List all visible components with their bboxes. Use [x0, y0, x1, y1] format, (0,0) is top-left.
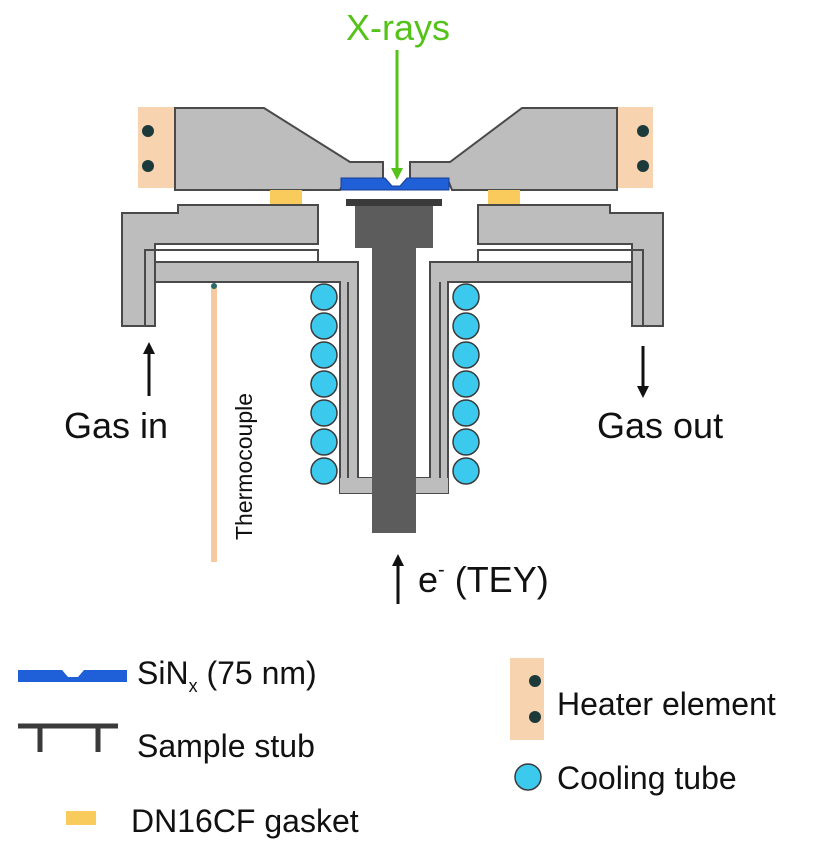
cooling-coil — [310, 370, 338, 398]
heater-dot — [142, 160, 154, 172]
heater-block-right — [617, 107, 653, 188]
legend-sinx-rest: (75 nm) — [198, 655, 317, 691]
gas-in-label: Gas in — [64, 405, 168, 446]
legend-sinx-sub: x — [189, 676, 198, 696]
legend-heater-swatch — [510, 658, 544, 740]
gas-out-label: Gas out — [597, 405, 723, 446]
cooling-coil — [310, 457, 338, 485]
cooling-coil — [310, 428, 338, 456]
cooling-coil — [310, 312, 338, 340]
thermocouple-tip — [211, 283, 217, 289]
gasket-left — [270, 190, 302, 205]
legend-cooling-label: Cooling tube — [557, 760, 737, 796]
sample-stub-rod-bottom — [372, 493, 416, 533]
sample-stub-plate — [346, 199, 442, 206]
tey-rest: (TEY) — [445, 559, 549, 600]
thermocouple-label: Thermocouple — [231, 393, 257, 540]
legend-sinx-main: SiN — [137, 655, 189, 691]
thermocouple-wire — [211, 286, 217, 562]
cooling-tube-left — [310, 283, 338, 485]
cooling-coil — [310, 283, 338, 311]
heater-dot — [529, 675, 541, 687]
tey-e: e — [418, 559, 438, 600]
legend-cooling-swatch — [514, 763, 542, 791]
sample-stub-head — [355, 206, 433, 248]
tey-label: e- (TEY) — [418, 559, 549, 600]
heater-dot — [637, 125, 649, 137]
cooling-coil — [452, 428, 480, 456]
cooling-coil — [452, 283, 480, 311]
tey-superscript: - — [438, 559, 445, 581]
cooling-coil — [310, 399, 338, 427]
lower-body-left — [121, 204, 319, 327]
cooling-tube-right — [452, 283, 480, 485]
legend-sinx-swatch — [18, 670, 127, 682]
heater-dot — [637, 160, 649, 172]
cooling-coil — [452, 370, 480, 398]
gas-channel-left — [144, 249, 319, 326]
heater-dot — [529, 711, 541, 723]
heater-block-left — [138, 107, 175, 188]
legend-sinx-label: SiNx (75 nm) — [137, 655, 317, 696]
cooling-coil — [452, 312, 480, 340]
legend-gasket-label: DN16CF gasket — [131, 803, 359, 839]
gas-channel-right — [477, 249, 644, 326]
legend-gasket-swatch — [66, 811, 96, 825]
legend-stub-swatch — [18, 723, 118, 752]
sample-stub-rod — [372, 248, 416, 533]
gasket-right — [488, 190, 520, 205]
sinx-window — [340, 177, 450, 191]
legend-stub-label: Sample stub — [137, 728, 315, 764]
lower-body-right — [477, 204, 664, 327]
legend-heater-label: Heater element — [557, 686, 776, 722]
xrays-label: X-rays — [346, 7, 450, 48]
cooling-coil — [452, 341, 480, 369]
heater-dot — [142, 125, 154, 137]
cooling-coil — [452, 399, 480, 427]
cooling-coil — [452, 457, 480, 485]
cooling-coil — [310, 341, 338, 369]
